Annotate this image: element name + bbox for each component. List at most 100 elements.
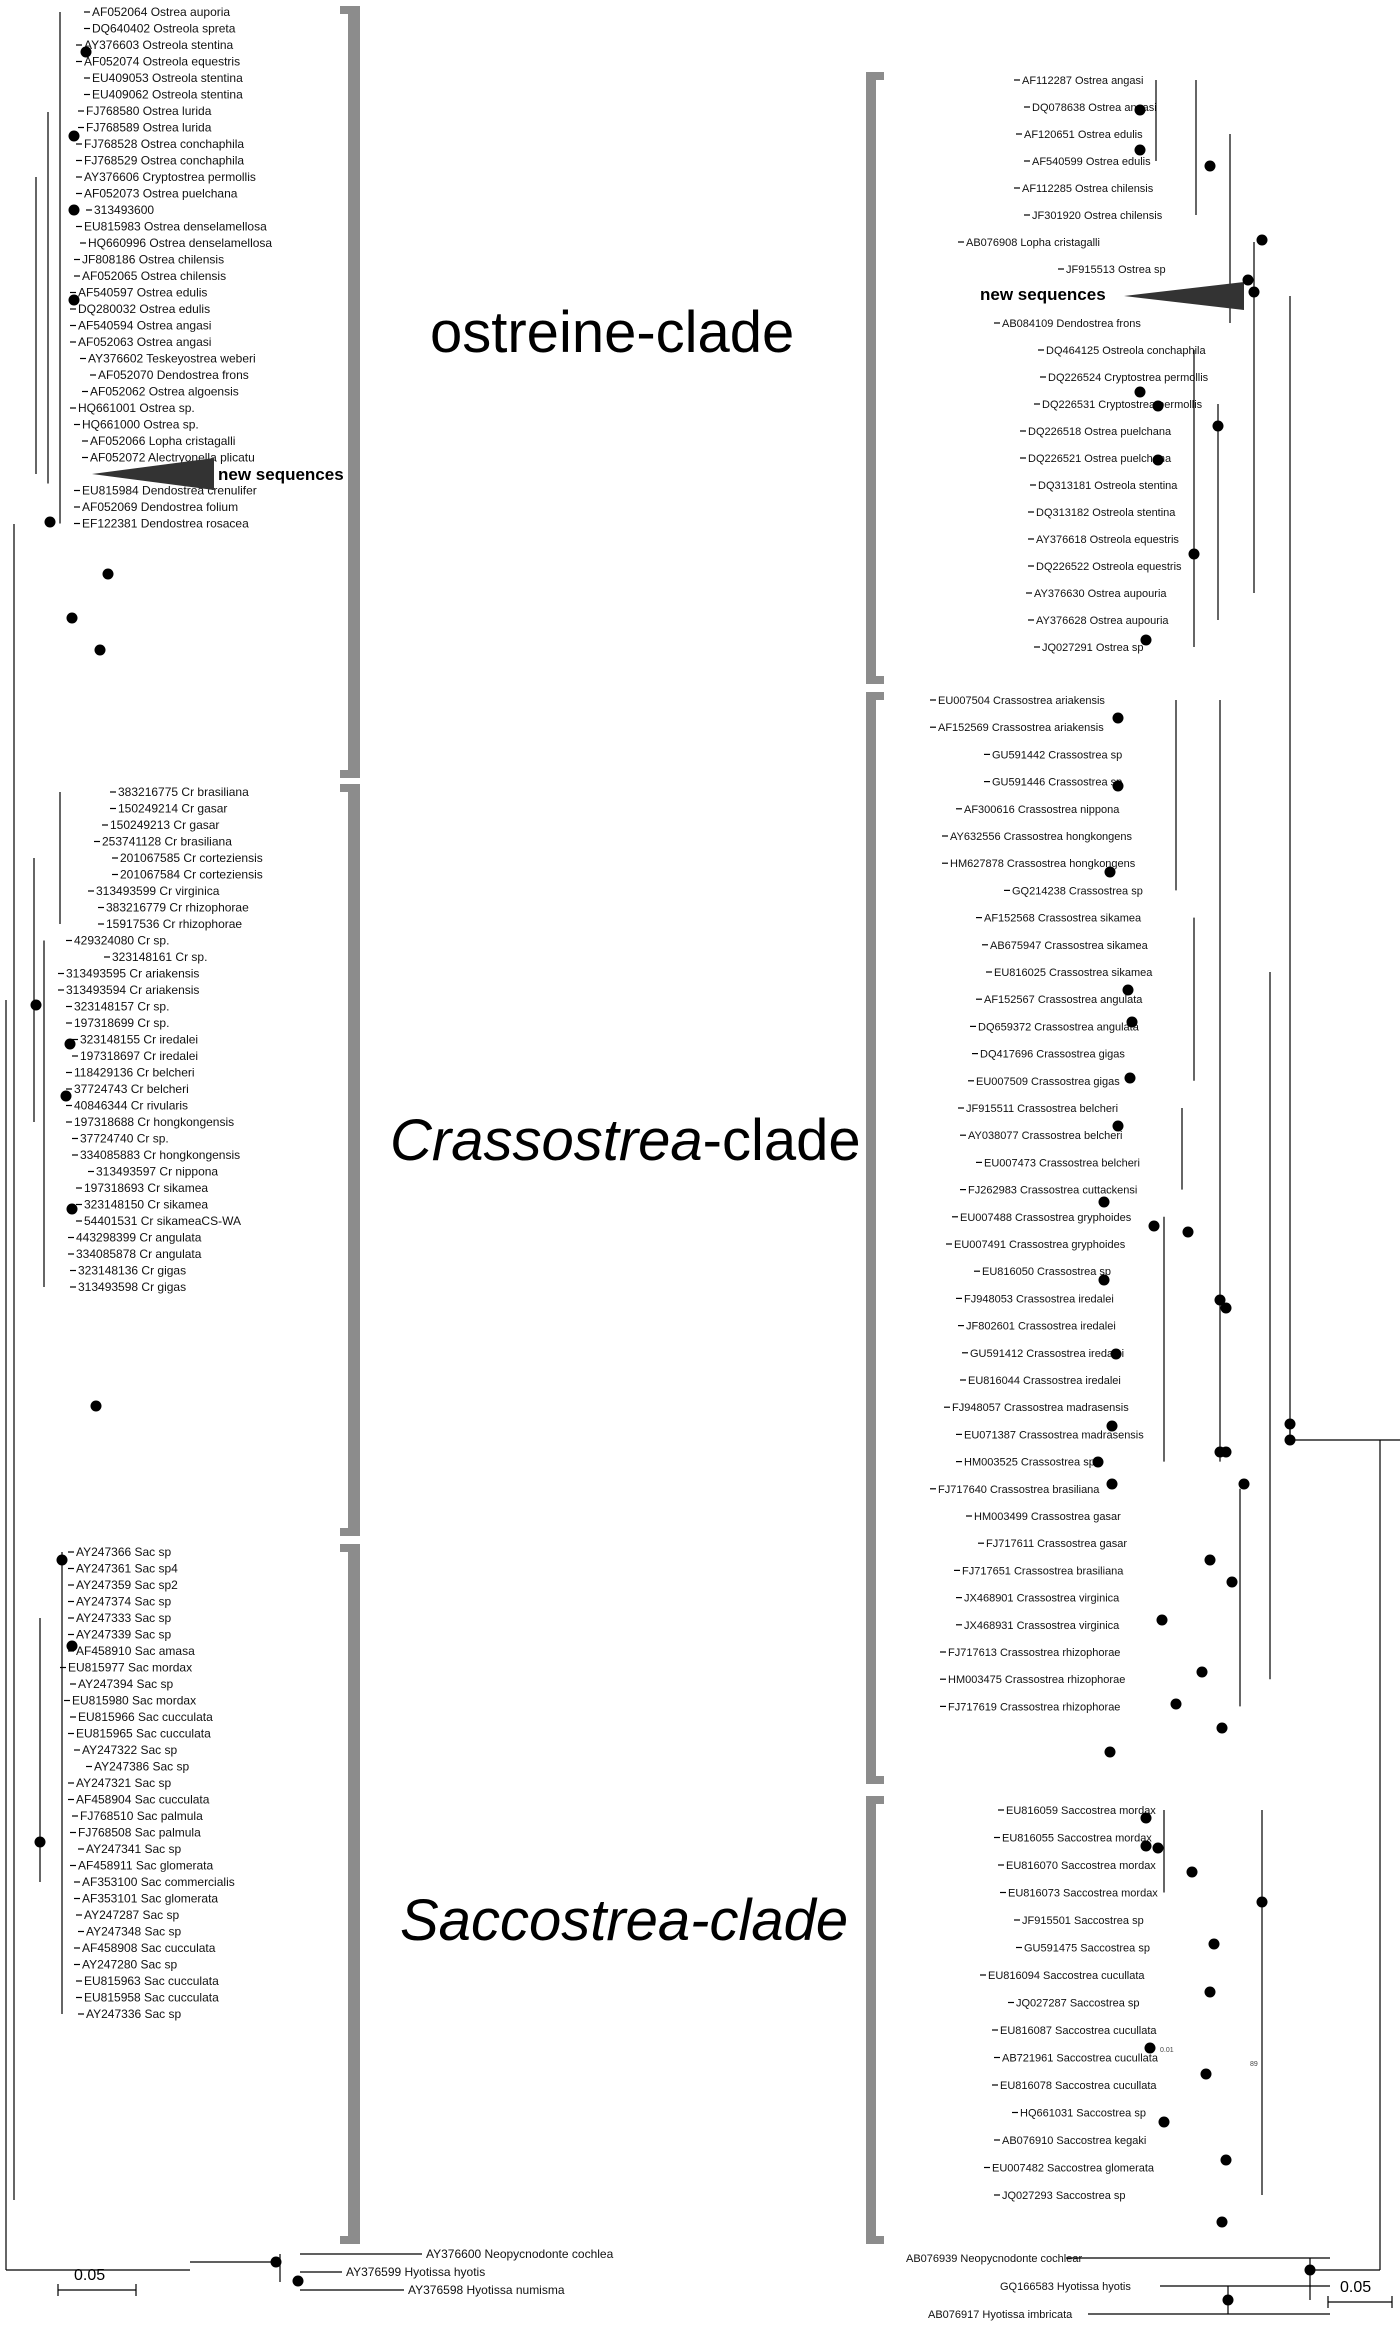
taxon-label: EU815977 Sac mordax (68, 1661, 192, 1675)
support-node (1104, 866, 1116, 878)
taxon-label: DQ226524 Cryptostrea permollis (1048, 372, 1209, 384)
taxon-label: AF052072 Alectryonella plicatu (90, 451, 255, 465)
taxon-label: AF052069 Dendostrea folium (82, 500, 238, 514)
taxon-label: FJ768589 Ostrea lurida (86, 121, 212, 135)
taxon-label: 443298399 Cr angulata (76, 1231, 202, 1245)
taxon-label: AY376606 Cryptostrea permollis (84, 170, 256, 184)
support-node (1216, 1722, 1228, 1734)
support-value: 0.01 (1160, 2047, 1174, 2054)
support-value: 89 (1250, 2061, 1258, 2068)
taxon-label: AF353100 Sac commercialis (82, 1875, 235, 1889)
taxon-label: EU816025 Crassostrea sikamea (994, 967, 1153, 979)
svg-text:0.05: 0.05 (1340, 2279, 1371, 2296)
taxon-label: FJ948053 Crassostrea iredalei (964, 1293, 1114, 1305)
taxon-label: 323148161 Cr sp. (112, 950, 207, 964)
support-node (1106, 1420, 1118, 1432)
support-node (1152, 454, 1164, 466)
taxon-label: AY247341 Sac sp (86, 1842, 182, 1856)
support-node (60, 1090, 72, 1102)
taxon-label: AF052065 Ostrea chilensis (82, 269, 226, 283)
support-node (56, 1554, 68, 1566)
taxon-label: EU007473 Crassostrea belcheri (984, 1157, 1140, 1169)
taxon-label: AB076910 Saccostrea kegaki (1002, 2135, 1146, 2147)
taxon-label: AF540599 Ostrea edulis (1032, 156, 1151, 168)
support-node (1208, 1938, 1220, 1950)
taxon-label: 54401531 Cr sikameaCS-WA (84, 1214, 241, 1228)
taxon-label: HQ661001 Ostrea sp. (78, 401, 195, 415)
taxon-label: 197318688 Cr hongkongensis (74, 1115, 234, 1129)
taxon-label: 197318699 Cr sp. (74, 1016, 169, 1030)
taxon-label: FJ717619 Crassostrea rhizophorae (948, 1701, 1120, 1713)
taxon-label: 313493595 Cr ariakensis (66, 967, 199, 981)
taxon-label: 313493594 Cr ariakensis (66, 983, 199, 997)
taxon-label: AY247359 Sac sp2 (76, 1578, 178, 1592)
taxon-label: DQ226531 Cryptostrea permollis (1042, 399, 1203, 411)
taxon-label: DQ280032 Ostrea edulis (78, 302, 210, 316)
taxon-label: DQ659372 Crassostrea angulata (978, 1021, 1140, 1033)
support-node (1220, 1302, 1232, 1314)
taxon-label: JX468931 Crassostrea virginica (964, 1620, 1120, 1632)
taxon-label: AF052073 Ostrea puelchana (84, 187, 238, 201)
support-node (1106, 1478, 1118, 1490)
taxon-label: FJ717651 Crassostrea brasiliana (962, 1565, 1124, 1577)
support-node (94, 644, 106, 656)
taxon-label: AF052070 Dendostrea frons (98, 368, 249, 382)
taxon-label: EU815958 Sac cucculata (84, 1991, 219, 2005)
taxon-label: 197318693 Cr sikamea (84, 1181, 208, 1195)
taxon-label: AF152568 Crassostrea sikamea (984, 913, 1142, 925)
support-node (90, 1400, 102, 1412)
taxon-label: AY376630 Ostrea aupouria (1034, 588, 1167, 600)
taxon-label: HQ660996 Ostrea denselamellosa (88, 236, 272, 250)
taxon-label: 150249214 Cr gasar (118, 802, 227, 816)
taxon-label: EU816073 Saccostrea mordax (1008, 1888, 1158, 1900)
support-node (1134, 386, 1146, 398)
taxon-label: EU007509 Crassostrea gigas (976, 1076, 1120, 1088)
taxon-label: HM003525 Crassostrea sp (964, 1457, 1095, 1469)
taxon-label: 429324080 Cr sp. (74, 934, 169, 948)
taxon-label: JF802601 Crassostrea iredalei (966, 1321, 1116, 1333)
saccostrea-clade-label: Saccostrea-clade (400, 1888, 848, 1953)
taxon-label: AF052074 Ostreola equestris (84, 55, 240, 69)
taxon-label: DQ078638 Ostrea angasi (1032, 102, 1157, 114)
taxon-label: AY247336 Sac sp (86, 2007, 182, 2021)
support-node (1122, 984, 1134, 996)
support-node (44, 516, 56, 528)
support-node (1186, 1866, 1198, 1878)
taxon-label: DQ640402 Ostreola spreta (92, 22, 236, 36)
taxon-label: HM003499 Crassostrea gasar (974, 1511, 1121, 1523)
support-node (1200, 2068, 1212, 2080)
taxon-label: EU815963 Sac cucculata (84, 1974, 219, 1988)
support-node (292, 2275, 304, 2287)
taxon-label: FJ262983 Crassostrea cuttackensi (968, 1185, 1137, 1197)
taxon-label: EU815984 Dendostrea crenulifer (82, 484, 257, 498)
taxon-label: AF353101 Sac glomerata (82, 1892, 218, 1906)
taxon-label: HM627878 Crassostrea hongkongens (950, 858, 1136, 870)
taxon-label: FJ948057 Crassostrea madrasensis (952, 1402, 1129, 1414)
taxon-label: EU816044 Crassostrea iredalei (968, 1375, 1121, 1387)
taxon-label: DQ417696 Crassostrea gigas (980, 1049, 1125, 1061)
collapsed-new-sequences-right (1124, 282, 1244, 310)
taxon-label: JF808186 Ostrea chilensis (82, 253, 224, 267)
support-node (30, 999, 42, 1011)
taxon-label: EU815980 Sac mordax (72, 1694, 196, 1708)
taxon-label: JF915513 Ostrea sp (1066, 264, 1166, 276)
taxon-label: AY247321 Sac sp (76, 1776, 172, 1790)
taxon-label: AY632556 Crassostrea hongkongens (950, 831, 1133, 843)
taxon-label: 323148155 Cr iredalei (80, 1033, 198, 1047)
support-node (1204, 1554, 1216, 1566)
support-node (1092, 1456, 1104, 1468)
taxon-label: EU816078 Saccostrea cucullata (1000, 2080, 1157, 2092)
taxon-label: GU591475 Saccostrea sp (1024, 1943, 1150, 1955)
taxon-label: 150249213 Cr gasar (110, 818, 219, 832)
taxon-label: GU591446 Crassostrea sp (992, 777, 1122, 789)
taxon-label: AY247366 Sac sp (76, 1545, 172, 1559)
support-node (66, 1640, 78, 1652)
support-node (1126, 1016, 1138, 1028)
taxon-label: 15917536 Cr rhizophorae (106, 917, 242, 931)
support-node (1220, 2154, 1232, 2166)
crassostrea-bracket (348, 784, 360, 1536)
taxon-label: AF300616 Crassostrea nippona (964, 804, 1120, 816)
